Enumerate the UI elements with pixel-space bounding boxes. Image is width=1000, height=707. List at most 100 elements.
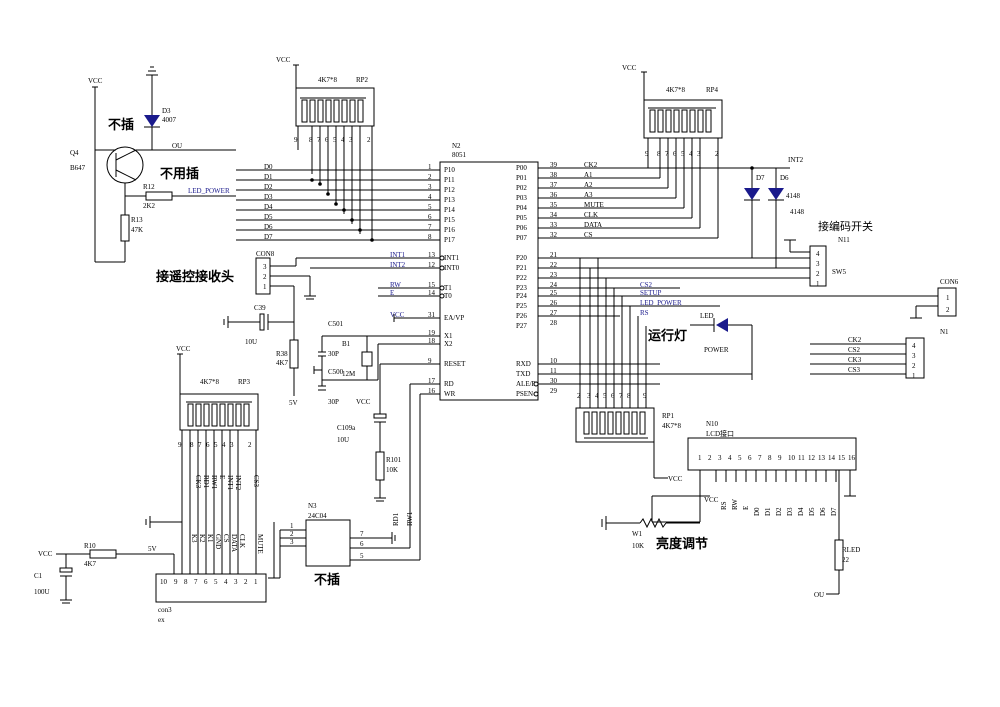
c500-value: 30P <box>328 398 339 406</box>
con3-connector: 10 9 8 7 6 5 4 3 2 1 con3 ex K3 K2 K1 GN… <box>145 516 280 624</box>
reset-circuit: VCC C109a 10U R101 10K <box>337 363 440 502</box>
r12-resistor <box>145 191 173 201</box>
mcu-pin-name: P11 <box>444 176 455 184</box>
rp1-pin-numbers: 2 3 4 5 6 7 8 9 <box>577 392 647 400</box>
n3-pin: 7 <box>360 530 364 538</box>
rp3-ref: RP3 <box>238 378 251 386</box>
mcu-pin-number: 7 <box>428 223 432 231</box>
c500-ref: C500 <box>328 368 344 376</box>
n1-net: CS3 <box>848 366 861 374</box>
mcu-pin-name: P22 <box>516 274 527 282</box>
con6-pin: 1 <box>946 294 950 302</box>
d7-ref: D7 <box>756 174 765 182</box>
n1-ref: N1 <box>940 328 949 336</box>
q4-part: B647 <box>70 164 86 172</box>
mcu-pin-number: 2 <box>428 173 432 181</box>
mcu-pin-number: 31 <box>428 311 436 319</box>
con3-sub: ex <box>158 616 165 624</box>
mcu-pin-name: P21 <box>516 264 527 272</box>
mcu-pin-number: 13 <box>428 251 436 259</box>
mcu-pin-bubble <box>439 265 445 271</box>
mcu-pin-name: ALE/P <box>516 380 536 388</box>
mcu-pin-name: INT1 <box>444 254 460 262</box>
con3-pin: 5 <box>214 578 218 586</box>
lcd-pin-number: 10 <box>788 454 796 462</box>
d6-ref: D6 <box>780 174 789 182</box>
rp2-pin: 5 <box>333 136 337 144</box>
lcd-pin-number: 2 <box>708 454 712 462</box>
mcu-pin-number: 4 <box>428 193 432 201</box>
lcd-net: D0 <box>753 507 761 516</box>
con8-pin: 2 <box>263 273 267 281</box>
c501-value: 30P <box>328 350 339 358</box>
con3-pin: 4 <box>224 578 228 586</box>
lcd-pin-number: 12 <box>808 454 816 462</box>
rp1-value: 4K7*8 <box>662 422 682 430</box>
n3-pin: 6 <box>360 540 364 548</box>
mcu-pin-name: P04 <box>516 204 527 212</box>
mcu-pin-bubble <box>533 381 539 387</box>
n3-net-rd1: RD1 <box>392 512 400 526</box>
mcu-pin-name: P17 <box>444 236 455 244</box>
lcd-net: D6 <box>819 507 827 516</box>
con3-net-labels: K3 K2 K1 GND CS DATA CLK MUTE <box>190 534 264 554</box>
mcu-left-net: E <box>390 289 394 297</box>
rp1-pin: 6 <box>611 392 615 400</box>
con3-pin: 3 <box>234 578 238 586</box>
mcu-pin-number: 6 <box>428 213 432 221</box>
c39-ref: C39 <box>254 304 266 312</box>
w1-value: 10K <box>632 542 644 550</box>
con6-ref: CON6 <box>940 278 959 286</box>
lcd-net: D4 <box>797 507 805 516</box>
rp4-pin: 8 <box>657 150 661 158</box>
q4-power-section: VCC Q4 B647 D3 4007 不插 OU 不用插 R12 2K2 LE… <box>70 66 236 263</box>
mcu-right-net: A1 <box>584 171 593 179</box>
r10-c1-section: VCC R10 4K7 5V C1 100U <box>34 542 175 604</box>
mcu-pin-number: 27 <box>550 309 558 317</box>
mcu-pin-number: 34 <box>550 211 558 219</box>
lcd-pin-number: 15 <box>838 454 846 462</box>
mcu-pin-name: P13 <box>444 196 455 204</box>
mcu-pin-number: 32 <box>550 231 558 239</box>
mcu-left-net: D5 <box>264 213 273 221</box>
n3-pin: 2 <box>290 530 294 538</box>
r38-5v: 5V <box>289 399 298 407</box>
led-ref: LED <box>700 312 714 320</box>
mcu-part: 8051 <box>452 151 467 159</box>
mcu-pin-number: 30 <box>550 377 558 385</box>
annotation-encoder-switch: 接编码开关 <box>818 219 873 233</box>
mcu-pin-name: P26 <box>516 312 527 320</box>
mcu-pin-name: P12 <box>444 186 455 194</box>
mcu-right-net: DATA <box>584 221 602 229</box>
mcu-pin-name: P20 <box>516 254 527 262</box>
vcc-label-q4: VCC <box>88 77 103 85</box>
lcd-title: LCD接口 <box>706 429 734 438</box>
rp2-elements <box>301 99 364 123</box>
n1-net: CK3 <box>848 356 862 364</box>
n1-net: CS2 <box>848 346 861 354</box>
mcu-right-net: SETUP <box>640 289 662 297</box>
lcd-net: D7 <box>830 507 838 516</box>
rp1-resistor-pack: 2 3 4 5 6 7 8 9 RP1 4K7*8 VCC <box>575 258 683 483</box>
con6-connector: CON6 1 2 <box>538 278 959 319</box>
b1-value: 12M <box>342 370 356 378</box>
con3-ref: con3 <box>158 606 172 614</box>
r13-ref: R13 <box>131 216 143 224</box>
d7-part: 4148 <box>790 208 805 216</box>
c39-value: 10U <box>245 338 257 346</box>
n11-sw: SW5 <box>832 268 847 276</box>
mcu-pin-name: RD <box>444 380 454 388</box>
mcu-pin-number: 36 <box>550 191 558 199</box>
rp2-pin-numbers: 9 8 7 6 5 4 3 2 <box>294 136 371 144</box>
rled-ref: RLED <box>842 546 860 554</box>
mcu-pin-name: P24 <box>516 292 527 300</box>
led-net: POWER <box>704 346 729 354</box>
mcu-pin-name: P16 <box>444 226 455 234</box>
mcu-pin-name: P25 <box>516 302 527 310</box>
mcu-pin-name: X2 <box>444 340 453 348</box>
lcd-ref: N10 <box>706 420 719 428</box>
n1-pin: 1 <box>912 372 916 380</box>
c1-value: 100U <box>34 588 50 596</box>
